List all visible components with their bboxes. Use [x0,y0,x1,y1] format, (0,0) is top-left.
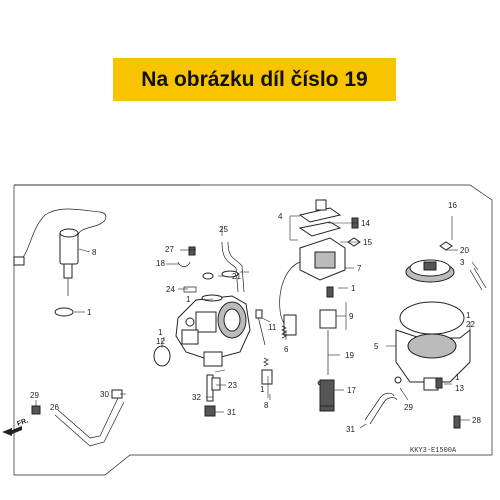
carburetor-body [175,295,251,367]
callout-21: 22 [466,320,475,329]
vent-hose [221,241,239,293]
callout-3: 4 [278,212,283,221]
callout-1f: 1 [466,311,471,320]
o-ring-11 [153,345,171,367]
callout-29a: 29 [30,391,39,400]
callout-32: 32 [192,393,201,402]
callout-19: 20 [460,246,469,255]
part-number-banner: Na obrázku díl číslo 19 [113,58,396,101]
callout-28: 29 [404,403,413,412]
clip-23 [183,286,197,293]
callout-20: 21 [232,272,241,281]
o-ring-20 [202,272,214,280]
callout-1d: 1 [351,284,356,293]
clip-28 [394,376,402,384]
callout-1g: 1 [455,373,460,382]
float-chamber [395,301,471,391]
cover-assembly [279,199,346,336]
callout-8: 9 [349,312,354,321]
callout-4: 5 [374,342,379,351]
diagram-frame [13,184,493,476]
float-16 [319,379,335,407]
callout-9: 8 [92,248,97,257]
jet-31 [204,405,216,417]
callout-22: 23 [228,381,237,390]
callout-25: 26 [50,403,59,412]
callout-5: 6 [284,345,289,354]
o-ring-small [201,294,223,302]
screw-19 [439,241,453,251]
callout-24: 25 [219,225,228,234]
drain-hose-30 [364,392,395,421]
diagram-code: KKY3-E1500A [410,447,457,455]
callout-16: 17 [347,386,356,395]
callout-12: 13 [455,384,464,393]
callout-6: 7 [357,264,362,273]
callout-29b: 30 [100,390,109,399]
callout-2: 3 [460,258,465,267]
front-label: FR. [16,417,29,427]
callout-26: 27 [165,245,174,254]
screw-7 [263,357,269,367]
callout-11: 12 [156,337,165,346]
callout-23: 24 [166,285,175,294]
screw-27 [453,415,461,429]
callout-13: 14 [361,219,370,228]
clip-17 [177,261,191,267]
callout-7: 8 [264,401,269,410]
auto-choke-part [13,208,107,317]
fuel-hose-25 [54,401,125,447]
banner-text: Na obrázku díl číslo 19 [141,67,368,91]
jet-22 [211,377,221,391]
callout-1a: 1 [87,308,92,317]
callout-30: 31 [346,425,355,434]
callout-14: 15 [363,238,372,247]
callout-27: 28 [472,416,481,425]
callout-31: 31 [227,408,236,417]
callout-10: 11 [268,323,277,332]
part-19-diaphragm-cap [405,259,487,291]
callout-1b: 1 [186,295,191,304]
callout-1c: 1 [158,328,163,337]
screw-26 [188,246,196,256]
callout-17: 18 [156,259,165,268]
callout-18: 19 [345,351,354,360]
front-direction-arrow: FR. [2,417,29,436]
callout-1e: 1 [260,385,265,394]
callout-15: 16 [448,201,457,210]
clamp-29 [31,405,41,415]
screw-12 [435,377,443,389]
